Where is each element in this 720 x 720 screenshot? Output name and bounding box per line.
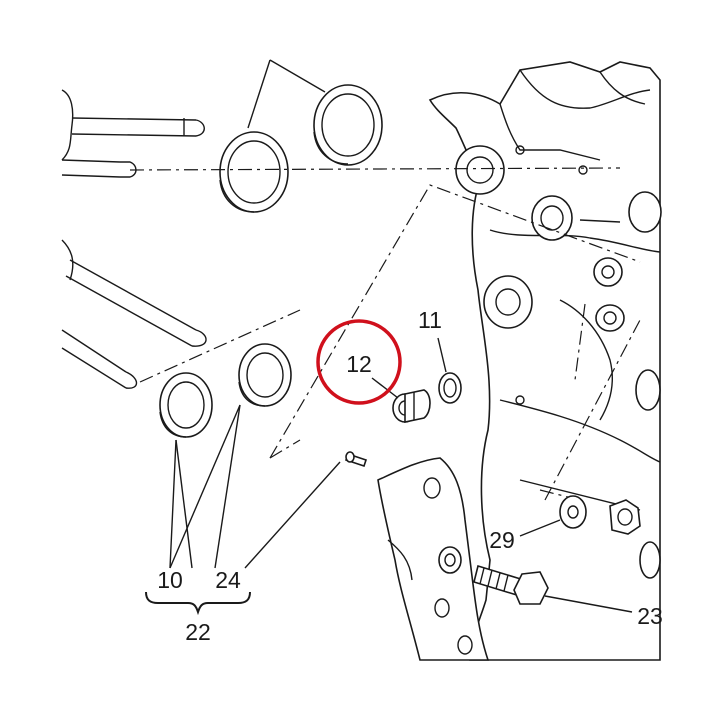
group-brace [145, 591, 251, 616]
washer-part-29 [559, 495, 587, 529]
dowel-pin-part-24 [344, 451, 368, 468]
seal-ring-upper-small [219, 131, 289, 213]
callout-11: 11 [418, 307, 442, 333]
callout-24: 24 [215, 567, 241, 593]
callout-10: 10 [157, 567, 183, 593]
seal-ring-lower-24 [238, 343, 292, 407]
mount-bracket [377, 457, 490, 661]
callout-29: 29 [489, 527, 515, 553]
leader-lines [169, 59, 633, 613]
plug-part-12 [392, 389, 431, 423]
nut [609, 499, 641, 535]
callout-22: 22 [185, 619, 211, 645]
highlight-circle [316, 319, 402, 405]
seal-ring-lower-10 [159, 372, 213, 438]
seal-ring-upper-large [313, 84, 383, 166]
valve-stem-upper [61, 89, 205, 178]
engine-casing [428, 61, 662, 661]
callout-23: 23 [637, 603, 663, 629]
valve-stem-lower [61, 239, 207, 389]
bolt-part-23 [473, 564, 549, 605]
assembly-axis-lines [129, 167, 641, 501]
callout-12: 12 [346, 351, 372, 377]
o-ring-part-11 [438, 372, 462, 404]
